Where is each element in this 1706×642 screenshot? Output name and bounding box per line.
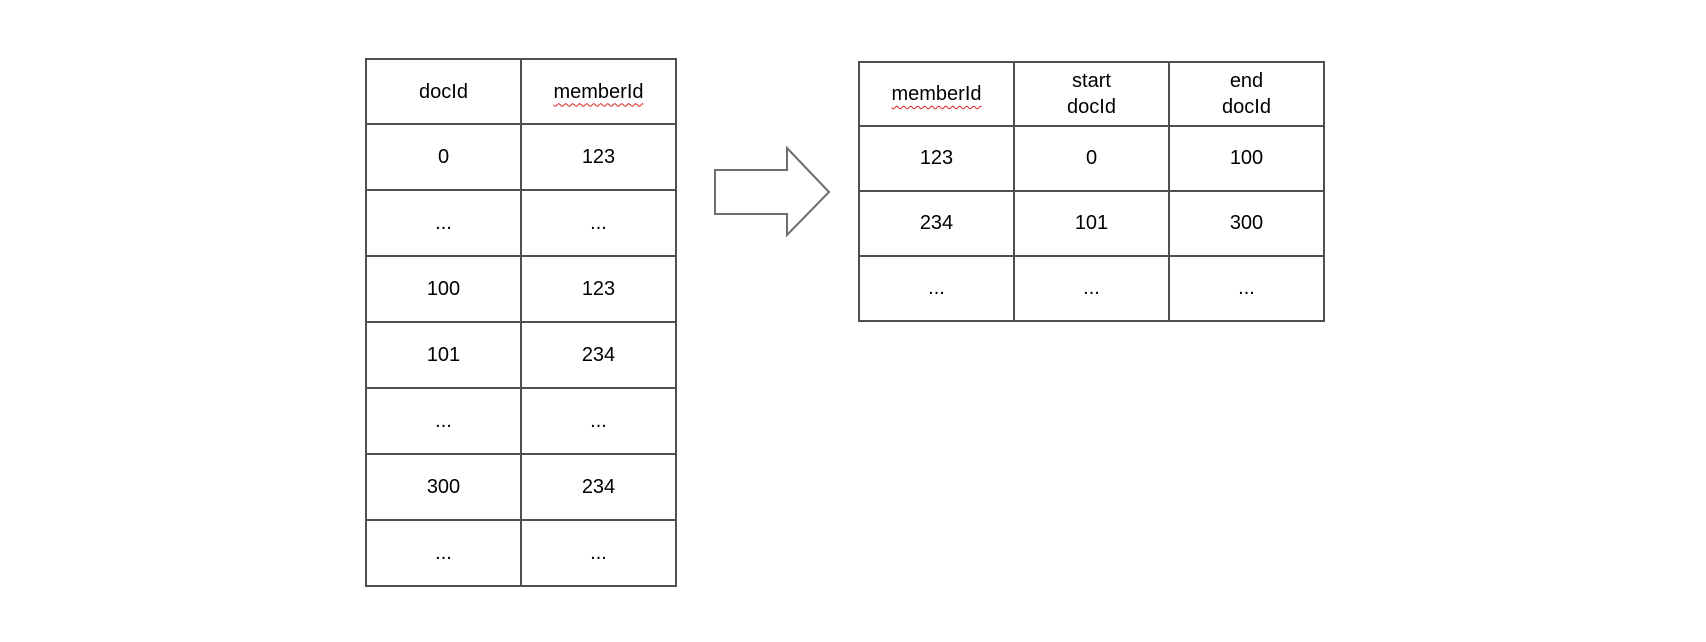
column-header-start-docid: start docId bbox=[1013, 61, 1170, 127]
table-cell: 300 bbox=[365, 453, 522, 521]
column-header-docid: docId bbox=[365, 58, 522, 125]
table-cell: 101 bbox=[1013, 190, 1170, 257]
table-row: 0 123 bbox=[365, 123, 677, 191]
table-cell: 300 bbox=[1168, 190, 1325, 257]
table-row: 300 234 bbox=[365, 453, 677, 521]
table-cell: 123 bbox=[858, 125, 1015, 192]
table-row: 100 123 bbox=[365, 255, 677, 323]
table-cell: 100 bbox=[1168, 125, 1325, 192]
table-header-row: memberId start docId end docId bbox=[858, 61, 1325, 127]
table-cell: 234 bbox=[858, 190, 1015, 257]
column-header-memberid: memberId bbox=[858, 61, 1015, 127]
table-cell: 123 bbox=[520, 255, 677, 323]
table-row: 123 0 100 bbox=[858, 125, 1325, 192]
header-label: docId bbox=[419, 80, 468, 103]
column-header-end-docid: end docId bbox=[1168, 61, 1325, 127]
table-cell: ... bbox=[1013, 255, 1170, 322]
header-label: end docId bbox=[1222, 70, 1271, 118]
table-header-row: docId memberId bbox=[365, 58, 677, 125]
block-arrow-right-icon bbox=[714, 145, 831, 238]
table-cell: ... bbox=[858, 255, 1015, 322]
table-row: 101 234 bbox=[365, 321, 677, 389]
table-cell: ... bbox=[520, 519, 677, 587]
table-cell: 0 bbox=[365, 123, 522, 191]
table-row: 234 101 300 bbox=[858, 190, 1325, 257]
column-header-memberid: memberId bbox=[520, 58, 677, 125]
table-cell: ... bbox=[365, 189, 522, 257]
table-cell: 234 bbox=[520, 321, 677, 389]
table-cell: 234 bbox=[520, 453, 677, 521]
transform-arrow bbox=[713, 145, 832, 238]
header-label: start docId bbox=[1067, 70, 1116, 118]
member-range-table: memberId start docId end docId 123 0 100… bbox=[858, 61, 1325, 322]
doc-member-table: docId memberId 0 123 ... ... 100 123 101… bbox=[365, 58, 677, 587]
table-row: ... ... ... bbox=[858, 255, 1325, 322]
table-cell: 100 bbox=[365, 255, 522, 323]
header-label-misspelled: memberId bbox=[891, 83, 982, 105]
table-cell: 123 bbox=[520, 123, 677, 191]
table-row: ... ... bbox=[365, 519, 677, 587]
table-cell: 0 bbox=[1013, 125, 1170, 192]
table-cell: ... bbox=[520, 189, 677, 257]
header-label-misspelled: memberId bbox=[553, 80, 644, 103]
table-cell: ... bbox=[1168, 255, 1325, 322]
table-row: ... ... bbox=[365, 387, 677, 455]
table-cell: 101 bbox=[365, 321, 522, 389]
table-cell: ... bbox=[365, 387, 522, 455]
table-row: ... ... bbox=[365, 189, 677, 257]
table-cell: ... bbox=[520, 387, 677, 455]
table-cell: ... bbox=[365, 519, 522, 587]
